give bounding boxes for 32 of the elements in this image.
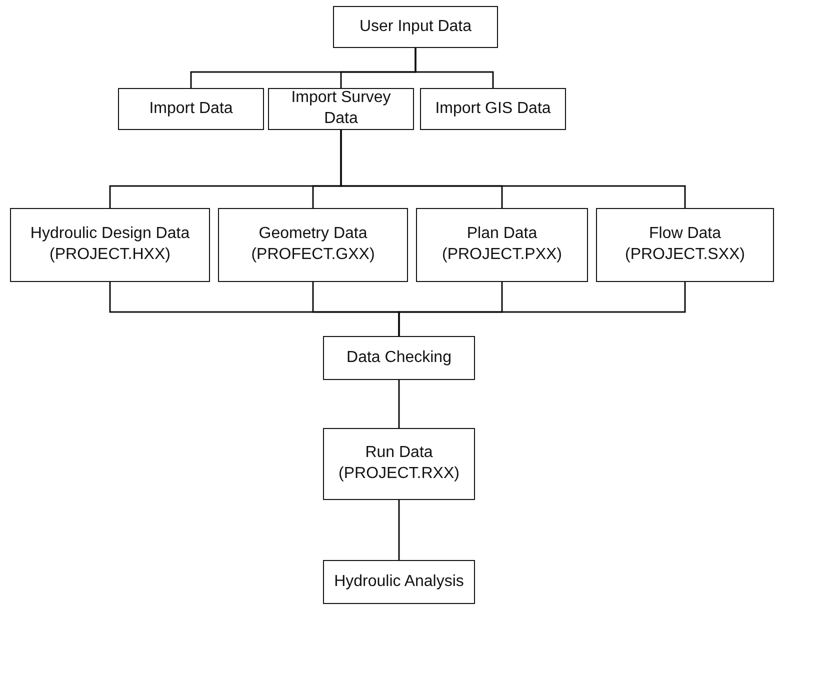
process-box bbox=[218, 208, 408, 282]
connector-line bbox=[340, 130, 686, 208]
process-box bbox=[416, 208, 588, 282]
process-box bbox=[118, 88, 264, 130]
box-label: Hydroulic Design Data bbox=[30, 224, 190, 244]
box-label: (PROJECT.PXX) bbox=[442, 245, 562, 265]
process-box bbox=[323, 336, 475, 380]
process-box bbox=[333, 6, 498, 48]
connector-line bbox=[414, 48, 494, 88]
box-label: Flow Data bbox=[648, 224, 722, 244]
box-label: User Input Data bbox=[359, 16, 472, 37]
process-box bbox=[323, 428, 475, 500]
process-box bbox=[323, 560, 475, 604]
box-label: (PROFECT.GXX) bbox=[251, 245, 375, 265]
box-label: (PROJECT.HXX) bbox=[50, 245, 170, 265]
box-label: Geometry Data bbox=[258, 224, 368, 244]
process-box bbox=[10, 208, 210, 282]
process-box bbox=[596, 208, 774, 282]
process-box bbox=[268, 88, 414, 130]
process-box bbox=[420, 88, 566, 130]
box-label: Hydroulic Analysis bbox=[334, 572, 464, 592]
connector-line bbox=[398, 282, 686, 336]
box-label: Data Checking bbox=[346, 348, 452, 368]
box-label: Import Data bbox=[149, 98, 233, 119]
box-label: Run Data bbox=[365, 443, 433, 464]
box-label: Plan Data bbox=[466, 224, 538, 244]
box-label: (PROJECT.SXX) bbox=[624, 245, 745, 265]
box-label: (PROJECT.RXX) bbox=[338, 464, 460, 484]
box-label: Import GIS Data bbox=[435, 98, 551, 119]
box-label: Import Survey Data bbox=[290, 88, 392, 129]
connector-line bbox=[398, 380, 400, 428]
connector-line bbox=[398, 500, 400, 560]
